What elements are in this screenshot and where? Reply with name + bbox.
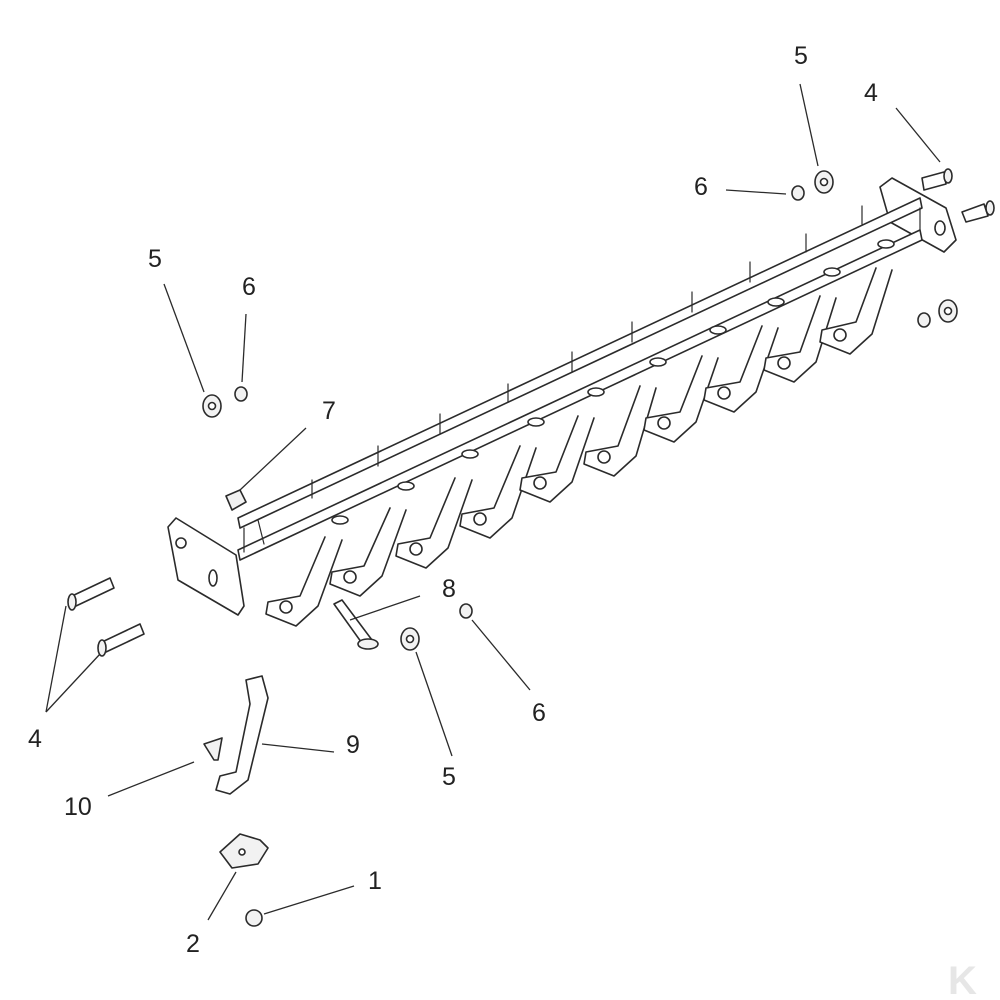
callout-5-top: 5 [794,42,808,70]
tine-6-clip [709,325,727,335]
watermark-logo-letter: K [948,959,977,1000]
tine-0-bolt [279,600,293,614]
tine-2 [395,413,479,569]
tine-8-clip [823,267,841,277]
lock-nut-part-1 [245,909,263,927]
bolt-top-right-1 [921,168,953,191]
leader-5-bottom [415,651,453,757]
tine-9 [819,205,895,355]
callout-2: 2 [186,930,200,958]
tine-1-clip [397,481,415,491]
tine-9-bolt [833,328,847,342]
nut-right-side [917,312,931,328]
bolt-left-1 [67,577,115,611]
leader-5-left [163,283,205,393]
callout-6-left: 6 [242,273,256,301]
tine-7-clip [767,297,785,307]
leader-6-bottom [471,619,531,691]
callouts: 5 6 4 5 6 7 8 6 4 9 5 10 1 2 [28,42,878,958]
tine-0-clip [331,515,349,525]
tine-7-bolt [717,386,731,400]
tine-3-bolt [473,512,487,526]
top-rail [237,197,923,529]
carriage-bolt-part-10 [203,737,223,761]
tine-8-bolt [777,356,791,370]
bushing-part-7 [225,489,247,511]
tine-3-clip [527,417,545,427]
lower-rail [237,229,923,561]
nut-bottom [459,603,473,619]
left-end-plate [167,517,245,616]
callout-6-top: 6 [694,173,708,201]
leader-6-left [241,313,247,383]
callout-8: 8 [442,575,456,603]
tine-2-bolt [409,542,423,556]
tine-4 [519,351,605,503]
tine-9-clip [877,239,895,249]
leader-4-left-b [45,653,101,713]
bolt-part-8 [333,599,379,650]
tine-5 [583,321,667,477]
leader-8 [349,595,421,621]
left-plate-slot [208,569,218,587]
left-plate-hole [175,537,187,549]
tine-0 [265,479,349,627]
tine-4-bolt [533,476,547,490]
tine-6 [643,291,727,443]
leader-5-top [799,83,819,167]
leader-lines [45,83,941,921]
callout-6-bottom: 6 [532,699,546,727]
callout-7: 7 [322,397,336,425]
tine-5-bolt [597,450,611,464]
leader-1 [263,885,355,915]
tine-1-bolt [343,570,357,584]
tine-7 [703,261,785,413]
leader-4-top [895,107,941,163]
tine-8 [763,233,841,383]
leader-2 [207,871,237,921]
leader-10 [107,761,195,797]
bolt-left-2 [97,623,145,657]
nut-left [234,386,248,402]
callout-1: 1 [368,867,382,895]
leader-6-top [725,189,787,195]
bolt-top-right-2 [961,200,995,223]
leader-7 [239,427,307,491]
watermark-logo: K [948,959,977,1000]
callout-9: 9 [346,731,360,759]
callout-5-bottom: 5 [442,763,456,791]
callout-5-left: 5 [148,245,162,273]
callout-10: 10 [64,793,92,821]
rail-web-1 [257,519,265,545]
tine-5-clip [649,357,667,367]
leader-9 [261,743,335,753]
tine-2-clip [461,449,479,459]
tine-bracket-part-9 [215,675,269,795]
tine-4-clip [587,387,605,397]
leader-4-left-a [45,605,67,713]
right-plate-hole [934,220,946,236]
tine-3 [459,383,545,539]
callout-4-top: 4 [864,79,878,107]
frame-beam-assembly [167,177,957,627]
callout-4-left: 4 [28,725,42,753]
nut-top-right [791,185,805,201]
tine-6-bolt [657,416,671,430]
tine-1 [329,445,415,597]
